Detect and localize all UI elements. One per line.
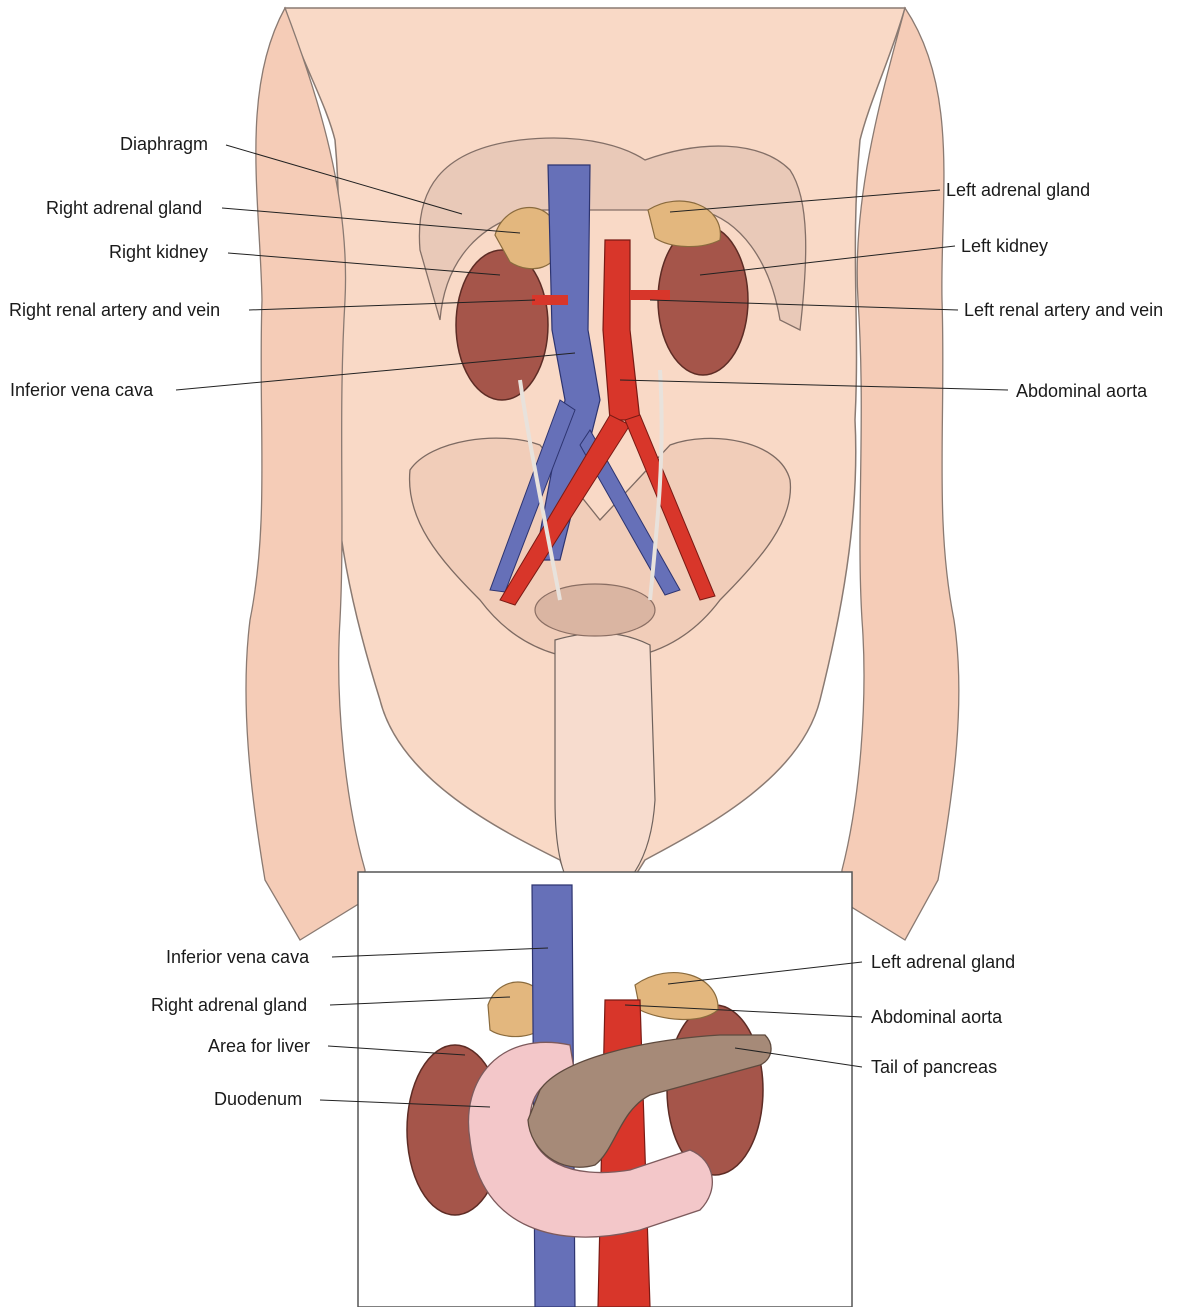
inset-label-duodenum: Duodenum (214, 1088, 302, 1110)
inset-label-tail-of-pancreas: Tail of pancreas (871, 1056, 997, 1078)
left-kidney (658, 225, 748, 375)
label-right-renal-vessels: Right renal artery and vein (9, 299, 220, 321)
inset-label-abdominal-aorta: Abdominal aorta (871, 1006, 1002, 1028)
bladder (535, 584, 655, 636)
label-left-kidney: Left kidney (961, 235, 1048, 257)
inset-label-inferior-vena-cava: Inferior vena cava (166, 946, 309, 968)
inset-left-kidney (667, 1005, 763, 1175)
inset-label-left-adrenal-gland: Left adrenal gland (871, 951, 1015, 973)
label-left-adrenal-gland: Left adrenal gland (946, 179, 1090, 201)
label-abdominal-aorta: Abdominal aorta (1016, 380, 1147, 402)
right-renal-vessels (532, 295, 568, 305)
label-inferior-vena-cava: Inferior vena cava (10, 379, 153, 401)
label-left-renal-vessels: Left renal artery and vein (964, 299, 1163, 321)
inset-label-right-adrenal-gland: Right adrenal gland (151, 994, 307, 1016)
inset-label-area-for-liver: Area for liver (208, 1035, 310, 1057)
left-renal-vessels (630, 290, 670, 300)
label-right-adrenal-gland: Right adrenal gland (46, 197, 202, 219)
groin (555, 633, 655, 900)
inset-panel (358, 872, 852, 1307)
label-right-kidney: Right kidney (109, 241, 208, 263)
label-diaphragm: Diaphragm (120, 133, 208, 155)
